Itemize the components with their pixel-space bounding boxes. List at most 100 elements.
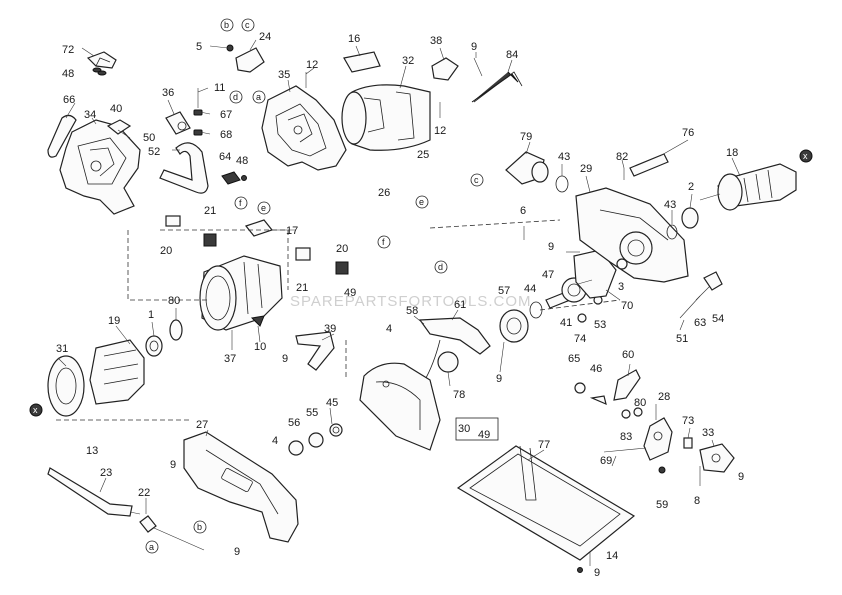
part-74-53-washers [577, 295, 603, 323]
callout-34: 34 [84, 109, 96, 121]
part-59-8-screws [658, 466, 701, 486]
callout-33: 33 [702, 427, 714, 439]
part-28-bevel-bracket [643, 417, 673, 461]
callout-3: 3 [618, 281, 624, 293]
part-38-switch [431, 57, 459, 81]
callout-9-f: 9 [170, 459, 176, 471]
callout-9-g: 9 [234, 546, 240, 558]
part-44-spring [529, 301, 543, 319]
part-51-63-54 [679, 271, 723, 319]
part-34-lower-guard [59, 119, 141, 215]
part-14-screw [577, 552, 591, 573]
callout-14: 14 [606, 550, 618, 562]
part-blade-guard-61-58 [409, 317, 491, 401]
part-17-brush-holder [244, 219, 274, 237]
callout-9-h: 9 [594, 567, 600, 579]
part-80-ring [169, 319, 183, 341]
marker-a: a [256, 92, 261, 102]
callout-49-b: 49 [478, 429, 490, 441]
part-76-rod [629, 153, 669, 177]
marker-b-2: b [197, 522, 202, 532]
callout-18: 18 [726, 147, 738, 159]
callout-57: 57 [498, 285, 510, 297]
callout-23: 23 [100, 467, 112, 479]
callout-35: 35 [278, 69, 290, 81]
part-40-block [106, 119, 132, 135]
callout-44: 44 [524, 283, 536, 295]
callout-65: 65 [568, 353, 580, 365]
cross-mark-right: x [799, 149, 813, 163]
part-19-stator [89, 339, 145, 405]
callout-72: 72 [62, 44, 74, 56]
leader-lines [57, 39, 741, 514]
part-18-armature [699, 163, 797, 211]
callout-52: 52 [148, 146, 160, 158]
part-23-cord [47, 467, 141, 517]
callout-56: 56 [288, 417, 300, 429]
callout-43: 43 [558, 151, 570, 163]
callout-21: 21 [204, 205, 216, 217]
callout-70: 70 [621, 300, 633, 312]
marker-d: d [233, 92, 238, 102]
callout-28: 28 [658, 391, 670, 403]
part-10-screw [250, 315, 265, 327]
part-37-field-housing [199, 255, 283, 331]
callout-48: 48 [62, 68, 74, 80]
callout-27: 27 [196, 419, 208, 431]
part-lower-blade-guard [359, 362, 441, 451]
callout-61: 61 [454, 299, 466, 311]
callout-20-b: 20 [336, 243, 348, 255]
callout-39: 39 [324, 323, 336, 335]
callout-77: 77 [538, 439, 550, 451]
callout-80: 80 [168, 295, 180, 307]
callout-51: 51 [676, 333, 688, 345]
callout-30-49-box: 30 49 [455, 417, 499, 441]
callout-60: 60 [622, 349, 634, 361]
callout-47: 47 [542, 269, 554, 281]
marker-a-2: a [149, 542, 154, 552]
part-39-lever [295, 331, 335, 371]
callout-12-b: 12 [434, 125, 446, 137]
part-3-bearing [616, 258, 628, 270]
callout-36: 36 [162, 87, 174, 99]
callout-8: 8 [694, 495, 700, 507]
callout-58: 58 [406, 305, 418, 317]
part-67-68-screws [193, 109, 203, 136]
callout-9: 9 [471, 41, 477, 53]
callout-83: 83 [620, 431, 632, 443]
callout-50: 50 [143, 132, 155, 144]
callout-4-b: 4 [272, 435, 278, 447]
svg-text:x: x [803, 151, 808, 161]
part-29-gearbox [575, 187, 689, 283]
part-4-56-55-45-flanges [288, 423, 343, 456]
part-31-cover [47, 355, 85, 417]
part-22-clamp [139, 515, 205, 551]
marker-c-2: c [474, 175, 479, 185]
callout-66: 66 [63, 94, 75, 106]
callout-12: 12 [306, 59, 318, 71]
callout-1: 1 [148, 309, 154, 321]
callout-30: 30 [458, 423, 470, 435]
callout-32: 32 [402, 55, 414, 67]
callout-59: 59 [656, 499, 668, 511]
cross-mark-left: x [29, 403, 43, 417]
callout-4: 4 [386, 323, 392, 335]
callout-45: 45 [326, 397, 338, 409]
part-43-circlip-a [555, 175, 569, 193]
part-69-bolt [603, 447, 647, 453]
callout-43-b: 43 [664, 199, 676, 211]
part-24-knob [226, 44, 265, 73]
callout-29: 29 [580, 163, 592, 175]
callout-53: 53 [594, 319, 606, 331]
callout-37: 37 [224, 353, 236, 365]
marker-f: f [239, 198, 242, 208]
callout-68: 68 [220, 129, 232, 141]
part-35-upper-housing [261, 85, 347, 171]
part-72-clip [86, 51, 117, 69]
callout-63: 63 [694, 317, 706, 329]
callout-21-b: 21 [296, 282, 308, 294]
part-43-circlip-b [666, 224, 678, 240]
callout-67: 67 [220, 109, 232, 121]
marker-b: b [224, 20, 229, 30]
